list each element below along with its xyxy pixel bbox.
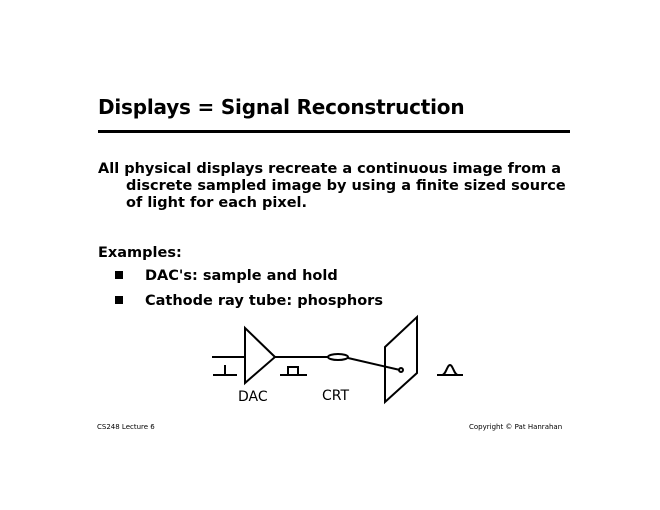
bullet-item: Cathode ray tube: phosphors (115, 293, 383, 309)
paragraph-line: of light for each pixel. (126, 195, 308, 211)
gaussian-signal-icon (437, 363, 463, 376)
beam-spot (398, 367, 404, 373)
bullet-text: DAC's: sample and hold (145, 268, 338, 284)
footer-course: CS248 Lecture 6 (97, 423, 155, 431)
dac-amplifier-triangle (244, 325, 277, 386)
impulse-signal-icon (213, 365, 237, 376)
footer-copyright: Copyright © Pat Hanrahan (469, 423, 563, 431)
paragraph-line: discrete sampled image by using a finite… (126, 178, 566, 194)
crt-gun (327, 353, 349, 361)
intro-paragraph: All physical displays recreate a continu… (98, 161, 566, 212)
electron-beam (347, 357, 401, 371)
pulse-signal-icon (280, 366, 307, 376)
bullet-square-icon (115, 296, 123, 304)
bullet-text: Cathode ray tube: phosphors (145, 293, 383, 309)
examples-heading: Examples: (98, 245, 182, 261)
paragraph-line: All physical displays recreate a continu… (98, 161, 562, 177)
title-rule (98, 130, 570, 133)
bullet-item: DAC's: sample and hold (115, 268, 338, 284)
crt-screen (384, 314, 418, 405)
bullet-square-icon (115, 271, 123, 279)
dac-label: DAC (238, 389, 268, 405)
crt-label: CRT (322, 388, 350, 404)
slide-title: Displays = Signal Reconstruction (98, 95, 465, 119)
